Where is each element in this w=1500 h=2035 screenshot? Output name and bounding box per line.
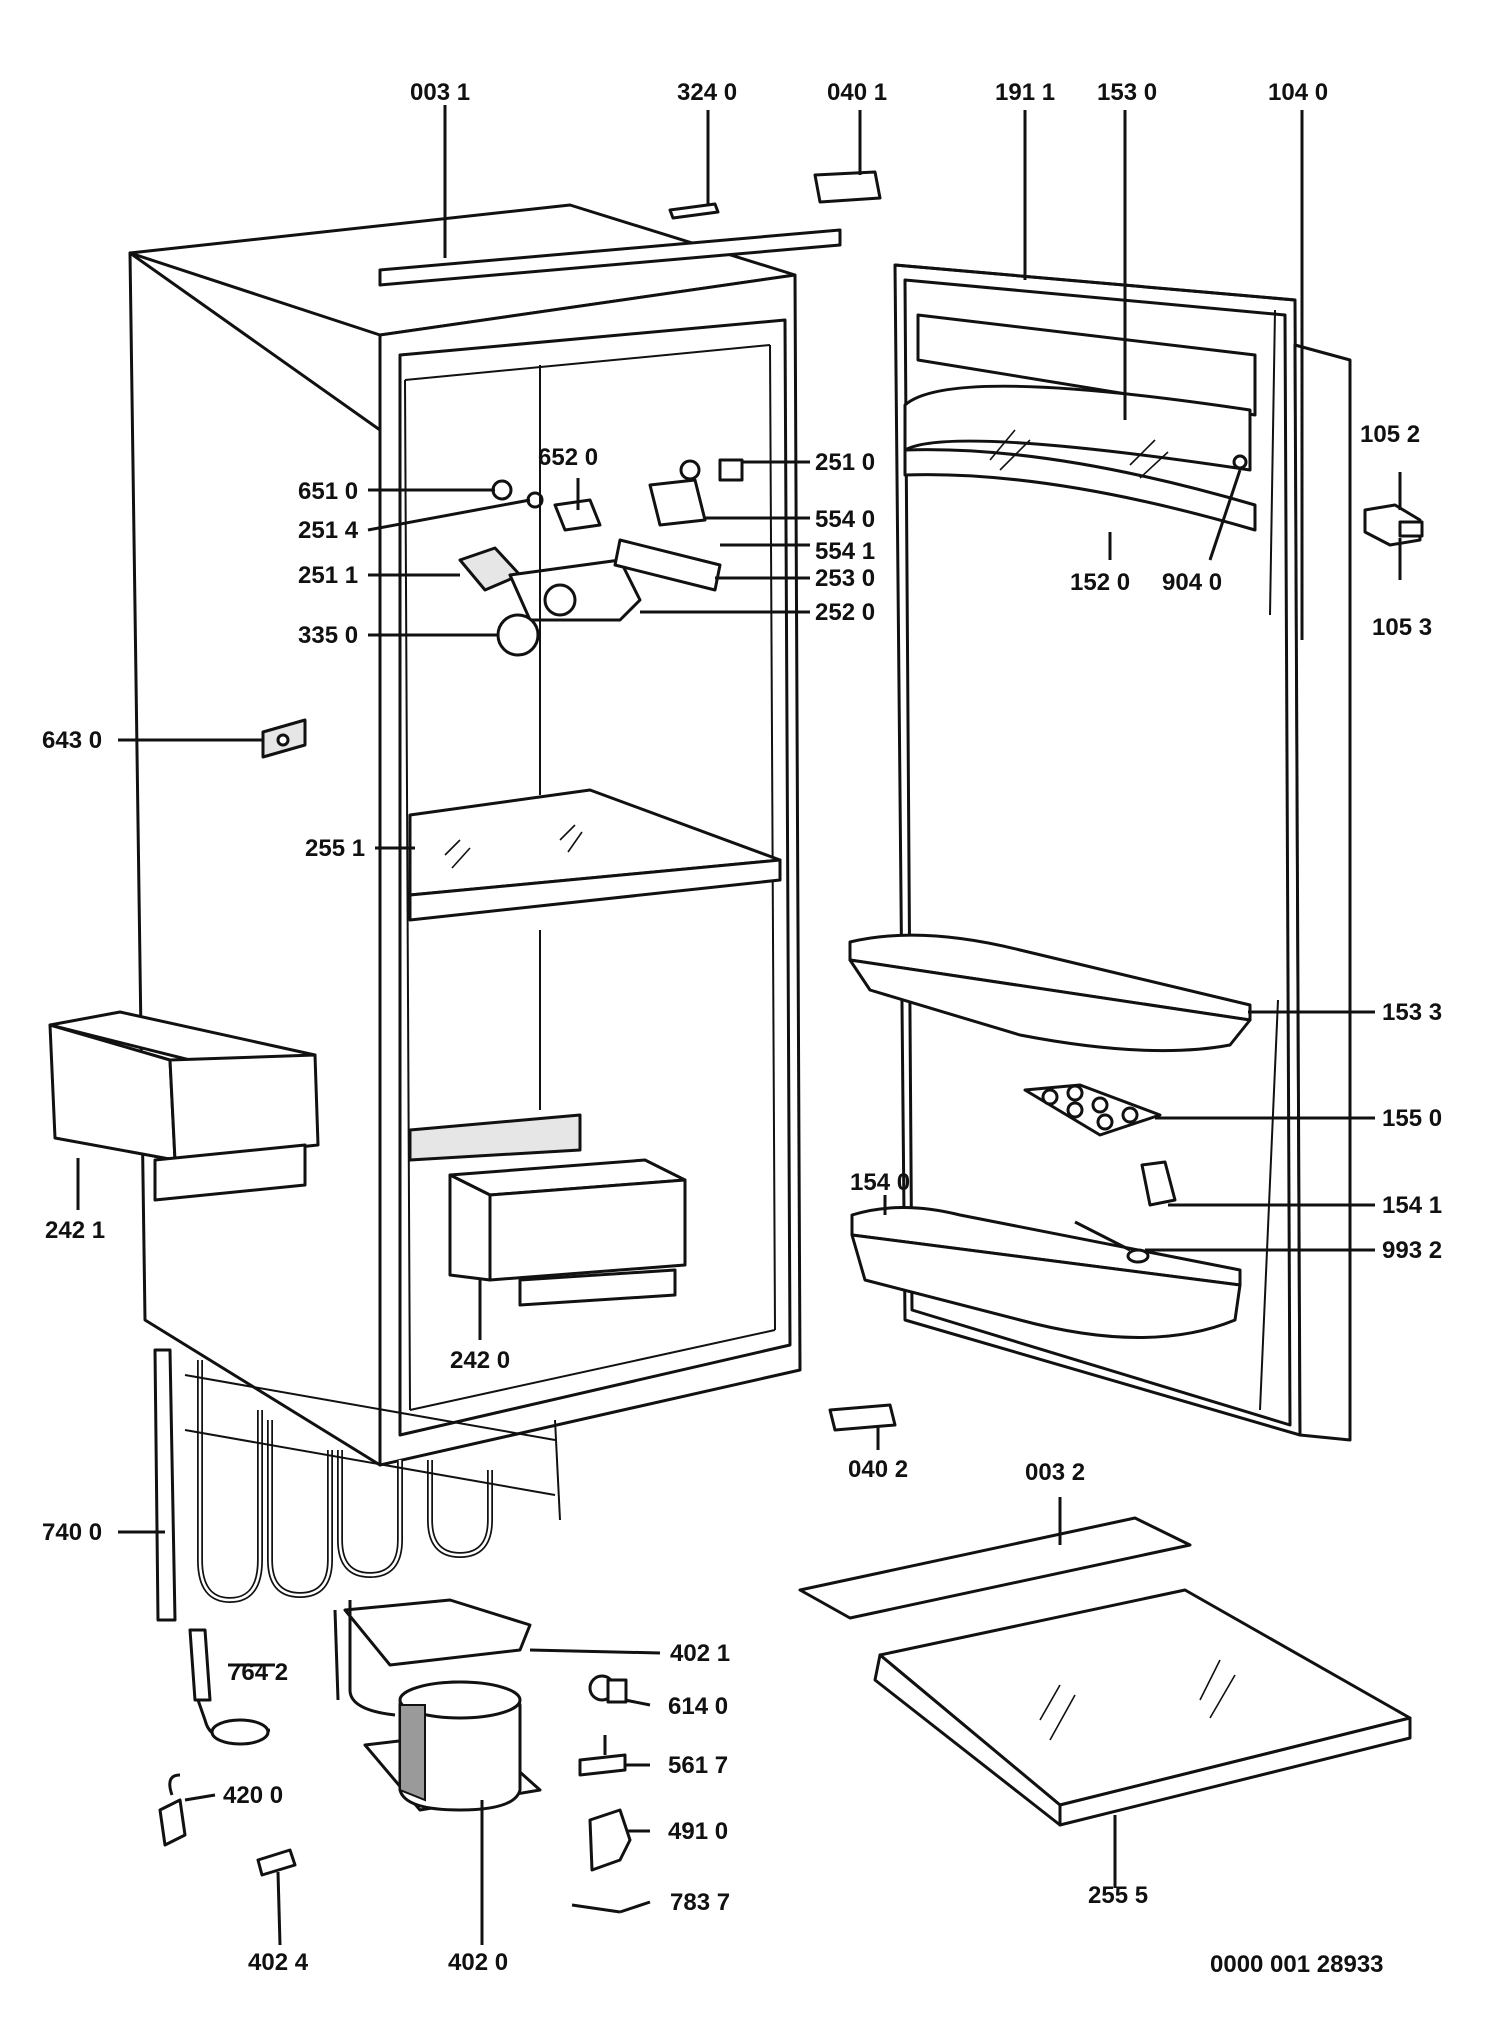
label-3240: 324 0 [677,79,737,106]
label-4024: 402 4 [248,1949,309,1976]
small-parts-right [571,1674,632,1914]
label-4021: 402 1 [670,1640,730,1667]
compressor-bracket [343,1598,532,1667]
label-1040: 104 0 [1268,79,1328,106]
label-2511: 251 1 [298,562,358,589]
label-4020: 402 0 [448,1949,508,1976]
hinge-0401 [813,170,882,204]
label-1541: 154 1 [1382,1192,1442,1219]
label-3350: 335 0 [298,622,358,649]
label-6140: 614 0 [668,1693,728,1720]
door-tray-1540 [850,1206,1242,1339]
label-7642: 764 2 [228,1659,288,1686]
label-2510: 251 0 [815,449,875,476]
label-5541: 554 1 [815,538,875,565]
label-1533: 153 3 [1382,999,1442,1026]
sensor-tube [613,538,722,592]
thermostat-knob [496,613,540,657]
lamp [491,479,513,501]
label-1540: 154 0 [850,1169,910,1196]
top-rail [378,228,842,287]
hinge-cover-3240 [668,202,720,220]
door-tray-1533 [848,933,1252,1053]
hinge-0402 [828,1403,897,1432]
label-9932: 993 2 [1382,1237,1442,1264]
label-0401: 040 1 [827,79,887,106]
crisper-drawer-2420 [408,1113,687,1307]
label-0031: 003 1 [410,79,470,106]
part-labels: 003 1 324 0 040 1 191 1 153 0 104 0 652 … [42,79,1442,1978]
label-4200: 420 0 [223,1782,283,1809]
label-6430: 643 0 [42,727,102,754]
label-5540: 554 0 [815,506,875,533]
cabinet-body [128,203,842,1467]
glass-shelf-2551 [408,788,782,922]
egg-tray-1550 [1023,1083,1162,1137]
label-2555: 255 5 [1088,1882,1148,1909]
butter-lid-1541 [1140,1160,1177,1207]
leader-lines [76,105,1402,1946]
label-7400: 740 0 [42,1519,102,1546]
label-4910: 491 0 [668,1818,728,1845]
overload-5617 [578,1753,627,1777]
label-2551: 255 1 [305,835,365,862]
small-parts-left [158,1773,297,1877]
label-5617: 561 7 [668,1752,728,1779]
label-2420: 242 0 [450,1347,510,1374]
label-9040: 904 0 [1162,569,1222,596]
cable-7837 [571,1903,621,1914]
tray-rail-1520 [903,448,1257,532]
label-2421: 242 1 [45,1217,105,1244]
condenser-7400 [153,1348,561,1622]
compressor-4020 [333,1598,542,1812]
label-1520: 152 0 [1070,569,1130,596]
label-0032: 003 2 [1025,1459,1085,1486]
glass-shelf-2555 [873,1588,1412,1827]
label-1911: 191 1 [995,79,1055,106]
light-switch-9040 [1232,454,1248,470]
sensor-9932 [1074,1220,1131,1252]
label-2514: 251 4 [298,517,359,544]
drawing-number: 0000 001 28933 [1210,1951,1384,1978]
cover-4910 [588,1808,632,1872]
label-0402: 040 2 [848,1456,908,1483]
drawer-2421 [48,1010,320,1202]
label-1053: 105 3 [1372,614,1432,641]
label-6510: 651 0 [298,478,358,505]
door [848,263,1424,1442]
label-1530: 153 0 [1097,79,1157,106]
clip-4024 [256,1848,297,1877]
label-1052: 105 2 [1360,421,1420,448]
bottom-rail-0032 [798,1516,1192,1620]
label-2530: 253 0 [815,565,875,592]
label-7837: 783 7 [670,1889,730,1916]
control-housing [508,558,642,622]
label-2520: 252 0 [815,599,875,626]
thermostat-body [648,478,707,527]
capacitor-4200 [158,1798,187,1847]
clip-2510 [718,458,744,482]
label-1550: 155 0 [1382,1105,1442,1132]
drier-7642 [188,1628,271,1746]
door-tray-1530 [903,313,1257,532]
label-6520: 652 0 [538,444,598,471]
